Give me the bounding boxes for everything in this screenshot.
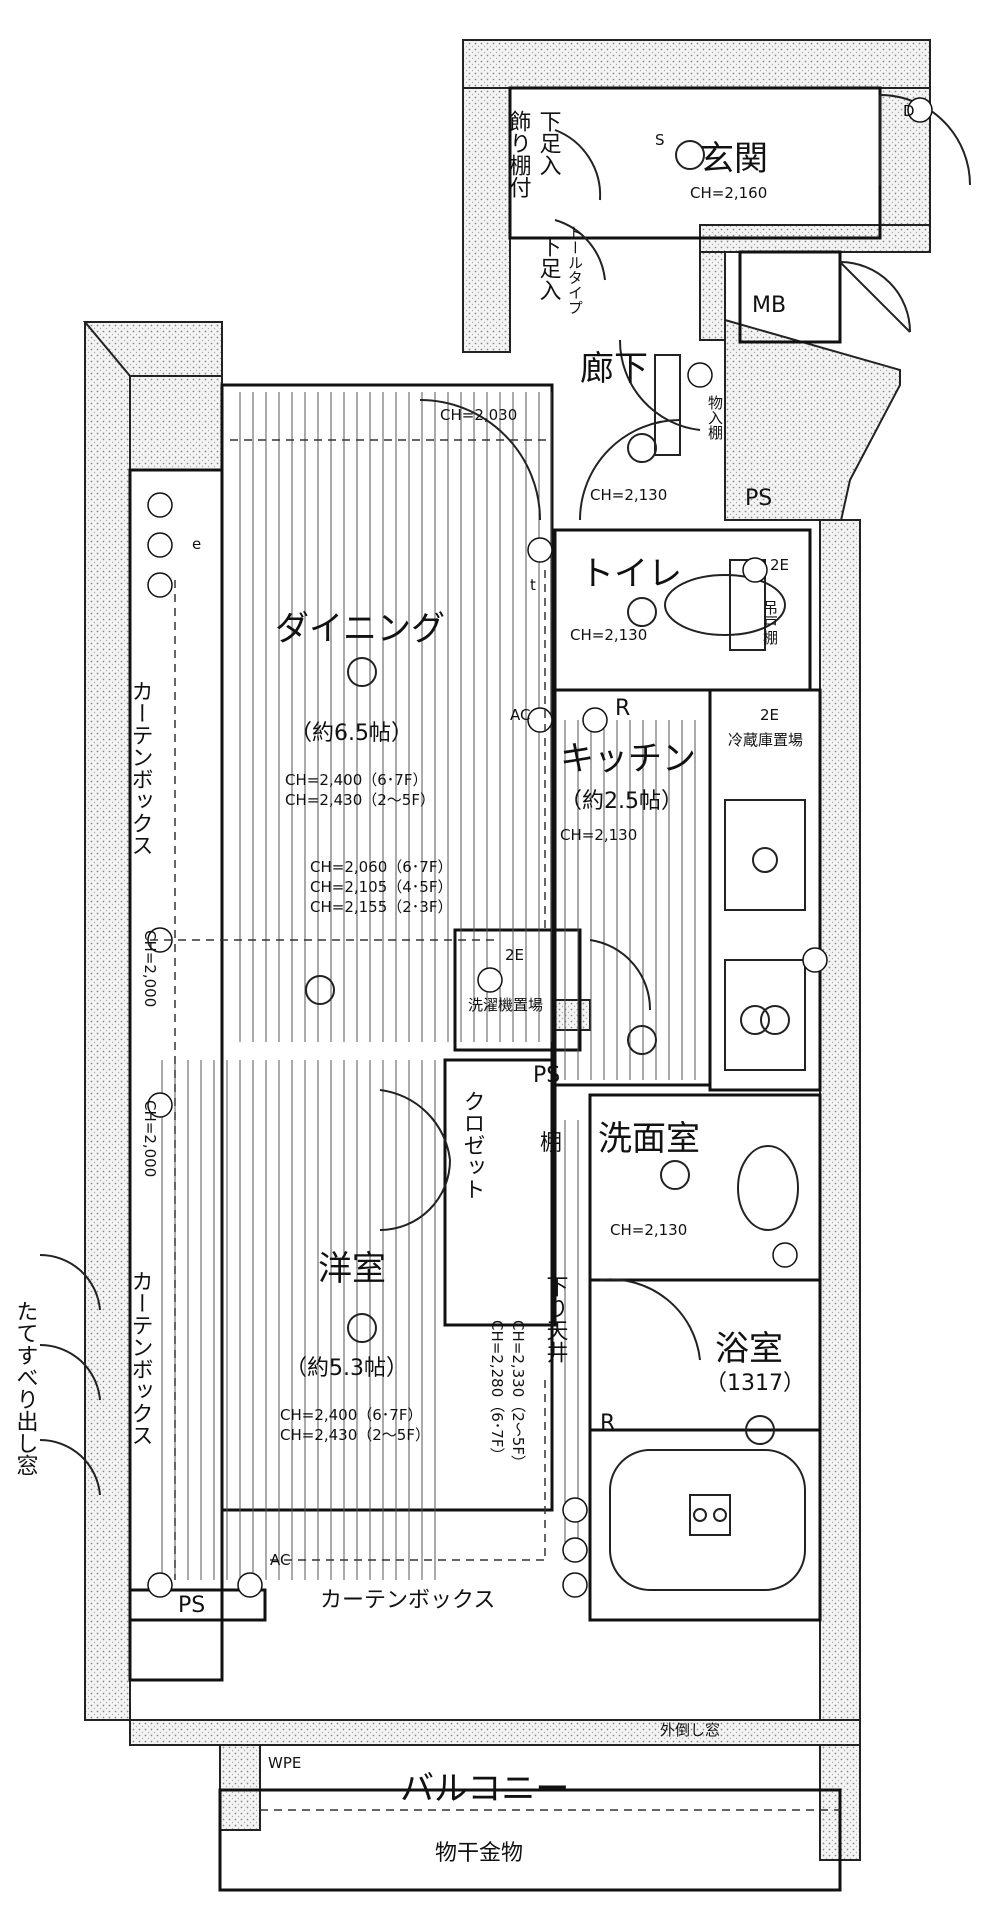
toilet-name: トイレ [580, 554, 682, 594]
bath-size: （1317） [705, 1371, 805, 1396]
western-ch2: CH=2,430（2～5F） [280, 1426, 430, 1444]
mark-t: t [530, 576, 536, 594]
entrance-name: 玄関 [700, 139, 768, 179]
ch-2000-lower: CH=2,000 [141, 1100, 159, 1177]
balcony-rail: 物干金物 [435, 1841, 523, 1866]
door-swings [39, 94, 971, 1496]
hall-name: 廊下 [580, 349, 648, 389]
bath-name: 浴室 [715, 1329, 783, 1369]
kitchen-name: キッチン [560, 739, 696, 779]
kitchen-size: （約2.5帖） [560, 789, 683, 814]
balcony-wpe: WPE [268, 1754, 301, 1772]
closet-name: クロゼット [460, 1090, 485, 1200]
dining-size: （約6.5帖） [290, 721, 413, 746]
curtain-box-bottom: カーテンボックス [320, 1588, 495, 1613]
balcony-name: バルコニー [400, 1769, 569, 1809]
dining-ch4: CH=2,105（4･5F） [310, 878, 452, 896]
toll-type: トールタイプ [566, 225, 584, 315]
western-ch1: CH=2,400（6･7F） [280, 1406, 422, 1424]
toilet-ch: CH=2,130 [570, 626, 647, 644]
ch-2000-upper: CH=2,000 [141, 930, 159, 1007]
curtain-box-upper: カーテンボックス [128, 680, 153, 856]
dining-ch1: CH=2,400（6･7F） [285, 771, 427, 789]
shoe-storage-1: 下足入 [536, 110, 562, 176]
ps-top: PS [745, 486, 772, 511]
ps-bottom: PS [178, 1593, 205, 1618]
bath-r: R [600, 1411, 615, 1436]
laundry-name: 洗濯機置場 [468, 996, 543, 1014]
ac-1: AC [510, 706, 530, 724]
washroom-name: 洗面室 [598, 1119, 700, 1159]
mark-d: D [903, 102, 915, 120]
flooring [150, 392, 705, 1580]
laundry-mark: 2E [505, 946, 524, 964]
dining-ch3: CH=2,060（6･7F） [310, 858, 452, 876]
toilet-mark: 2E [770, 556, 789, 574]
balcony-window: 外倒し窓 [660, 1721, 720, 1739]
ps-mid: PS [533, 1063, 560, 1088]
washroom-ch: CH=2,130 [610, 1221, 687, 1239]
ac-2: AC [270, 1551, 290, 1569]
kitchen-r: R [615, 696, 630, 721]
drop-ceiling: 下り天井 [543, 1275, 569, 1363]
western-ch4: CH=2,330（2～5F） [509, 1320, 527, 1470]
western-size: （約5.3帖） [285, 1356, 408, 1381]
mb-name: MB [752, 293, 786, 318]
deco-shelf: 飾り棚付 [506, 110, 532, 198]
dining-name: ダイニング [275, 609, 445, 649]
entrance-ch: CH=2,160 [690, 184, 767, 202]
labels: 玄関 CH=2,160 MB 廊下 CH=2,030 CH=2,130 PS ト… [13, 102, 915, 1866]
dining-ch2: CH=2,430（2～5F） [285, 791, 435, 809]
kitchen-mark: 2E [760, 706, 779, 724]
toilet-shelf: 吊戸棚 [761, 600, 779, 645]
fridge-label: 冷蔵庫置場 [728, 731, 803, 749]
western-ch3: CH=2,280（6･7F） [488, 1320, 506, 1462]
hall-ch1: CH=2,030 [440, 406, 517, 424]
mark-s: S [655, 131, 665, 149]
fixtures [609, 354, 806, 1591]
ceiling-lines [150, 439, 840, 1811]
light-fixtures [305, 140, 775, 1445]
outlet-marks [147, 97, 933, 1598]
kitchen-ch: CH=2,130 [560, 826, 637, 844]
mark-e: e [192, 535, 201, 553]
curtain-box-lower: カーテンボックス [128, 1270, 153, 1446]
closet-shelf: 棚 [540, 1131, 562, 1156]
shoe-storage-2: 下足入 [536, 235, 562, 301]
dining-ch5: CH=2,155（2･3F） [310, 898, 452, 916]
hall-ch2: CH=2,130 [590, 486, 667, 504]
walls [82, 39, 931, 1861]
western-name: 洋室 [318, 1249, 386, 1289]
window-label: たてすべり出し窓 [13, 1300, 38, 1476]
storage-shelf: 物入棚 [706, 395, 724, 440]
